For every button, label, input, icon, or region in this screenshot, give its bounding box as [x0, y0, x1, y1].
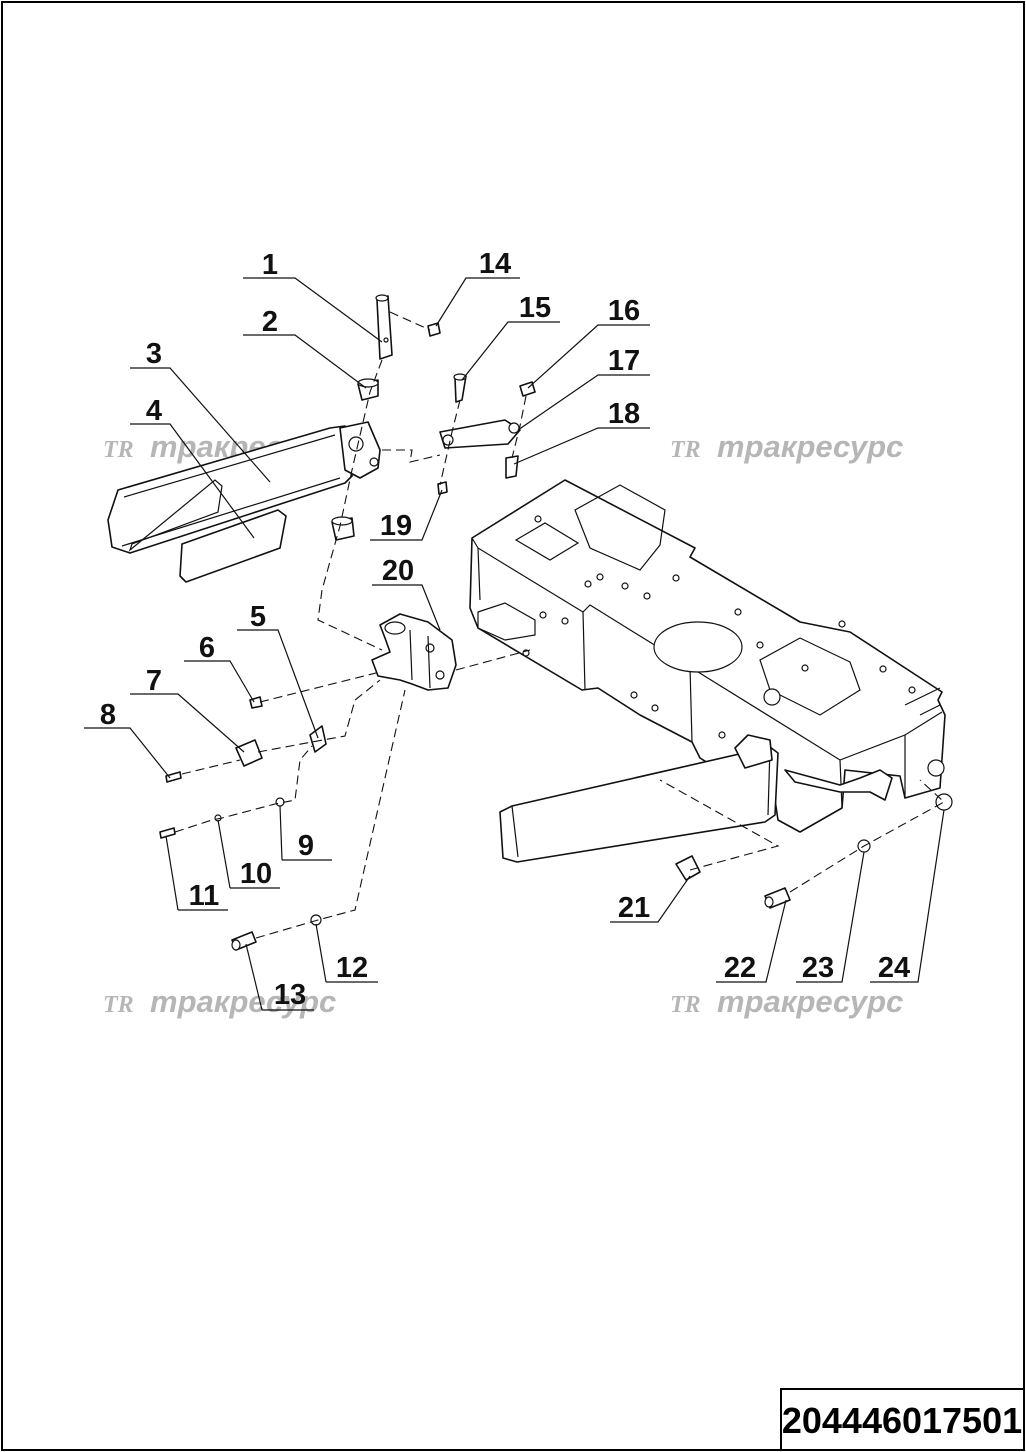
callout-11: 11: [189, 880, 220, 912]
callout-2: 2: [262, 306, 278, 338]
right-armrest: [499, 734, 893, 863]
callout-9: 9: [298, 830, 314, 862]
pin-14: [427, 322, 441, 337]
washer-9: [275, 797, 285, 807]
callout-20: 20: [382, 555, 414, 587]
watermark-text: тракресурс: [717, 984, 903, 1019]
callout-10: 10: [240, 858, 272, 890]
callout-7: 7: [146, 665, 162, 697]
document-number: 204446017501: [782, 1400, 1022, 1441]
clip-5: [309, 725, 327, 753]
watermark-logo: TR: [670, 437, 701, 463]
pivot-pin: [375, 294, 393, 360]
callout-6: 6: [199, 632, 215, 664]
watermark-logo: TR: [103, 437, 134, 463]
callout-18: 18: [608, 398, 640, 430]
block-7: [235, 739, 263, 767]
callout-1: 1: [262, 249, 278, 281]
callout-21: 21: [618, 892, 650, 924]
callout-labels: 1 2 3 4 5 6 7 8 9 10 11 12 13 14 15 16 1…: [100, 248, 910, 1011]
frame-holes: [522, 515, 916, 739]
callout-24: 24: [878, 952, 910, 984]
assembly-lines: [174, 311, 945, 939]
washer-12: [310, 914, 322, 926]
block-21: [675, 855, 701, 881]
seat-base-frame: [469, 479, 946, 833]
bolt-18: [505, 455, 519, 479]
callout-8: 8: [100, 699, 116, 731]
watermark-bottom-left: TR тракресурс: [103, 984, 336, 1019]
watermark-bottom-right: TR тракресурс: [670, 984, 903, 1019]
document-number-box: 204446017501: [780, 1388, 1025, 1451]
callout-12: 12: [336, 952, 368, 984]
left-armrest: [107, 421, 381, 554]
screw-8: [165, 771, 182, 783]
bushing-lower: [331, 516, 355, 541]
callout-22: 22: [724, 952, 756, 984]
watermark-logo: TR: [103, 992, 134, 1018]
callout-4: 4: [146, 395, 162, 427]
callout-3: 3: [146, 338, 162, 370]
watermark-top-right: TR тракресурс: [670, 429, 903, 464]
callout-19: 19: [380, 510, 412, 542]
callout-5: 5: [250, 601, 266, 633]
callout-16: 16: [608, 295, 640, 327]
armrest-pad: [128, 479, 287, 583]
bushing-top: [357, 378, 379, 401]
callout-23: 23: [802, 952, 834, 984]
callout-13: 13: [274, 979, 306, 1011]
callout-15: 15: [519, 292, 551, 324]
callout-14: 14: [479, 248, 511, 280]
bolt-22: [764, 887, 791, 909]
callout-17: 17: [608, 345, 640, 377]
watermark-text: тракресурс: [150, 984, 336, 1019]
pin-19: [437, 481, 448, 495]
watermark-text: тракресурс: [717, 429, 903, 464]
bolt-13: [231, 931, 257, 951]
link-rod: [439, 419, 521, 449]
watermark-logo: TR: [670, 992, 701, 1018]
bolt-15: [453, 373, 467, 403]
leader-lines: [84, 277, 945, 1011]
hinge-bracket: [371, 613, 457, 691]
screw-11: [159, 827, 176, 839]
